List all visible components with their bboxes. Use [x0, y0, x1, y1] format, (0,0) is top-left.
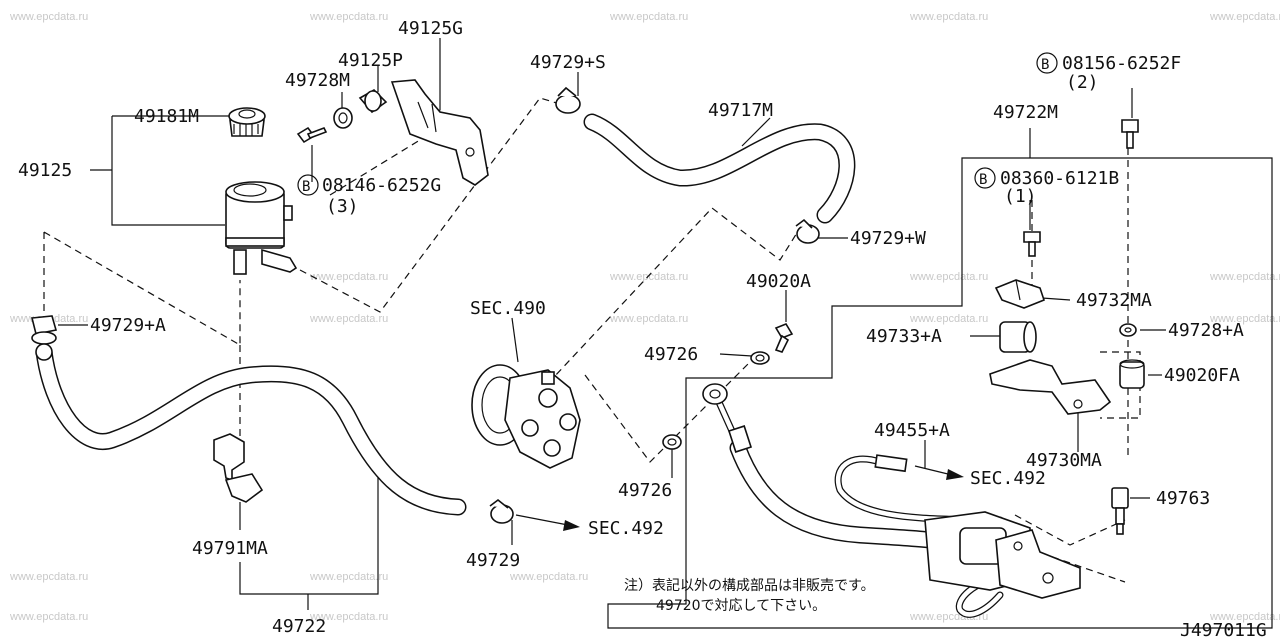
label-sec492-right: SEC.492 [970, 468, 1046, 489]
watermark: www.epcdata.ru [1209, 271, 1280, 283]
label-08146-qty: (3) [326, 196, 359, 217]
bracket-49730ma [989, 359, 1112, 415]
clamp-49729w [795, 218, 820, 244]
bushing-49733a [999, 321, 1037, 353]
label-49728a: 49728+A [1168, 320, 1244, 341]
label-49732ma: 49732MA [1076, 290, 1152, 311]
leader-lines [58, 38, 1166, 610]
label-08360-qty: (1) [1004, 186, 1037, 207]
power-steering-pump [471, 364, 581, 469]
label-sec492-left: SEC.492 [588, 518, 664, 539]
sec492-arrows [515, 465, 964, 531]
label-49791ma: 49791MA [192, 538, 268, 559]
washer-49726b [662, 434, 682, 450]
reservoir-tank [225, 181, 298, 275]
watermark: www.epcdata.ru [909, 313, 988, 325]
label-49728m: 49728M [285, 70, 350, 91]
watermark: www.epcdata.ru [509, 571, 588, 583]
bolt-marker-08156 [1036, 52, 1058, 74]
watermark: www.epcdata.ru [9, 611, 88, 623]
watermark: www.epcdata.ru [309, 11, 388, 23]
washer-49728a [1119, 323, 1137, 337]
label-49730ma: 49730MA [1026, 450, 1102, 471]
footnote: 注）表記以外の構成部品は非販売です。 49720で対応して下さい。 [624, 577, 875, 614]
bolt-marker-08146 [297, 174, 319, 196]
bolt-49020a [774, 323, 794, 353]
diagram-code: J497011G [1180, 620, 1267, 640]
watermark: www.epcdata.ru [1209, 611, 1280, 623]
label-49726a: 49726 [644, 344, 698, 365]
bracket-49125g [390, 79, 489, 186]
label-49729: 49729 [466, 550, 520, 571]
part-labels: 49125G 49125P 49728M 49181M 49125 08146-… [18, 18, 1244, 637]
bolt-markers: B B B [297, 52, 1058, 196]
hose-49717m [583, 113, 856, 224]
watermarks: www.epcdata.ru www.epcdata.ru www.epcdat… [9, 11, 1280, 623]
sensor-49763 [1111, 487, 1129, 535]
bolt-marker-text: B [979, 172, 987, 188]
label-49729s: 49729+S [530, 52, 606, 73]
label-49726b: 49726 [618, 480, 672, 501]
reservoir-cap [228, 107, 266, 137]
bracket-49732ma [994, 279, 1045, 309]
watermark: www.epcdata.ru [609, 11, 688, 23]
label-49125p: 49125P [338, 50, 403, 71]
bolt-08360 [1023, 231, 1041, 257]
bolt-marker-08360 [974, 167, 996, 189]
watermark: www.epcdata.ru [1209, 313, 1280, 325]
watermark: www.epcdata.ru [609, 313, 688, 325]
note-line-1: 注）表記以外の構成部品は非販売です。 [624, 577, 875, 594]
label-49125: 49125 [18, 160, 72, 181]
bolt-08146 [296, 126, 328, 144]
label-49455a: 49455+A [874, 420, 950, 441]
label-49722m: 49722M [993, 102, 1058, 123]
banjo-fitting [702, 383, 753, 453]
note-line-2: 49720で対応して下さい。 [656, 598, 826, 614]
label-08360: 08360-6121B [1000, 168, 1119, 189]
watermark: www.epcdata.ru [909, 11, 988, 23]
label-49729a: 49729+A [90, 315, 166, 336]
clamp-49729a [30, 315, 58, 361]
bolt-marker-text: B [302, 179, 310, 195]
watermark: www.epcdata.ru [1209, 11, 1280, 23]
hose-49722 [35, 343, 467, 516]
label-08156-qty: (2) [1066, 72, 1099, 93]
watermark: www.epcdata.ru [309, 313, 388, 325]
clamp-49729s [555, 86, 581, 114]
watermark: www.epcdata.ru [609, 271, 688, 283]
label-49020a: 49020A [746, 271, 811, 292]
steering-gear [924, 511, 1081, 599]
label-08146: 08146-6252G [322, 175, 441, 196]
grommet-49125p [358, 89, 388, 114]
watermark: www.epcdata.ru [309, 271, 388, 283]
watermark: www.epcdata.ru [309, 611, 388, 623]
bushing-49020fa [1119, 359, 1145, 389]
label-sec490: SEC.490 [470, 298, 546, 319]
label-49717m: 49717M [708, 100, 773, 121]
assembly-dashed-lines [43, 97, 1141, 583]
washer-49726a [750, 351, 770, 365]
label-49763: 49763 [1156, 488, 1210, 509]
section-frame [607, 157, 1273, 629]
clamp-49729 [489, 498, 514, 524]
washer-49728m [333, 107, 353, 129]
label-08156: 08156-6252F [1062, 53, 1181, 74]
watermark: www.epcdata.ru [9, 11, 88, 23]
watermark: www.epcdata.ru [909, 271, 988, 283]
label-49729w: 49729+W [850, 228, 926, 249]
label-49181m: 49181M [134, 106, 199, 127]
bolt-marker-text: B [1041, 57, 1049, 73]
connector-49455a [874, 454, 908, 473]
label-49733a: 49733+A [866, 326, 942, 347]
watermark: www.epcdata.ru [309, 571, 388, 583]
label-49125g: 49125G [398, 18, 463, 39]
clip-49791ma [213, 433, 264, 503]
label-49722: 49722 [272, 616, 326, 637]
watermark: www.epcdata.ru [9, 571, 88, 583]
bolt-08156 [1121, 119, 1139, 149]
label-49020fa: 49020FA [1164, 365, 1240, 386]
